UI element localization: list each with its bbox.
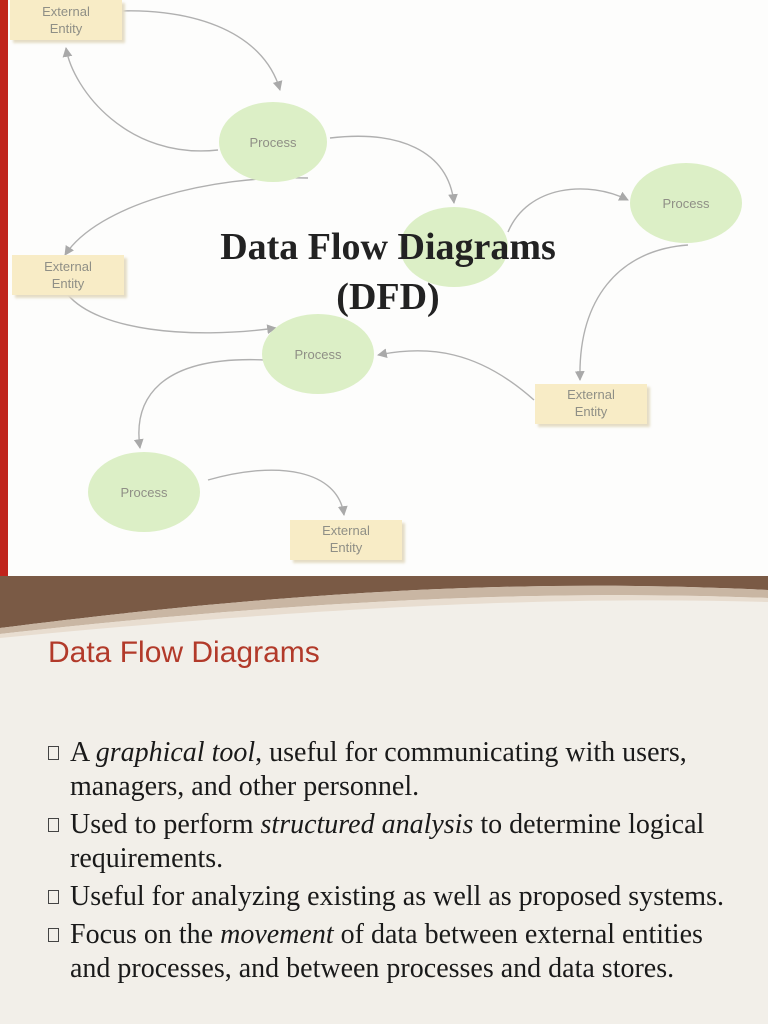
bullet-box-icon xyxy=(48,818,59,832)
process-mid: Process xyxy=(262,314,374,394)
slide-divider-swoosh xyxy=(0,576,768,640)
entity-label: Entity xyxy=(575,404,608,419)
entity-label: Entity xyxy=(50,21,83,36)
title-slide: External Entity Process External Entity … xyxy=(0,0,768,578)
bullet-list: A graphical tool, useful for communicati… xyxy=(48,736,748,990)
process-label: Process xyxy=(250,135,297,150)
flow-arrow xyxy=(507,188,629,233)
external-entity-right: External Entity xyxy=(535,384,650,427)
process-label: Process xyxy=(121,485,168,500)
flow-arrow xyxy=(329,135,458,204)
bullet-item: Used to perform structured analysis to d… xyxy=(48,808,748,876)
entity-label: Entity xyxy=(52,276,85,291)
dfd-diagram: External Entity Process External Entity … xyxy=(10,0,742,563)
entity-label: External xyxy=(42,4,90,19)
slide-title-line-1: Data Flow Diagrams xyxy=(220,226,556,268)
external-entity-2: External Entity xyxy=(12,255,127,298)
title-slide-canvas: External Entity Process External Entity … xyxy=(8,0,768,576)
entity-label: External xyxy=(44,259,92,274)
flow-arrow xyxy=(207,469,348,516)
external-entity-bottom: External Entity xyxy=(290,520,405,563)
content-slide-title: Data Flow Diagrams xyxy=(48,636,320,669)
bullet-box-icon xyxy=(48,746,59,760)
external-entity-1: External Entity xyxy=(10,0,125,43)
flow-arrow xyxy=(102,10,283,91)
content-slide: Data Flow Diagrams A graphical tool, use… xyxy=(0,618,768,1024)
bullet-item: A graphical tool, useful for communicati… xyxy=(48,736,748,804)
entity-label: Entity xyxy=(330,540,363,555)
bullet-box-icon xyxy=(48,928,59,942)
process-bottom: Process xyxy=(88,452,200,532)
entity-label: External xyxy=(567,387,615,402)
bullet-item: Focus on the movement of data between ex… xyxy=(48,918,748,986)
bullet-item: Useful for analyzing existing as well as… xyxy=(48,880,748,914)
flow-arrow xyxy=(377,348,535,401)
flow-arrow xyxy=(62,47,219,152)
process-label: Process xyxy=(295,347,342,362)
flow-arrow xyxy=(133,358,267,449)
process-1: Process xyxy=(219,102,327,182)
slide-title-line-2: (DFD) xyxy=(336,276,440,318)
entity-label: External xyxy=(322,523,370,538)
process-right: Process xyxy=(630,163,742,243)
bullet-box-icon xyxy=(48,890,59,904)
process-center xyxy=(400,207,508,287)
flow-arrow xyxy=(574,244,689,381)
slide-title: Data Flow Diagrams (DFD) xyxy=(8,222,768,322)
process-label: Process xyxy=(663,196,710,211)
flow-arrow xyxy=(67,294,277,335)
